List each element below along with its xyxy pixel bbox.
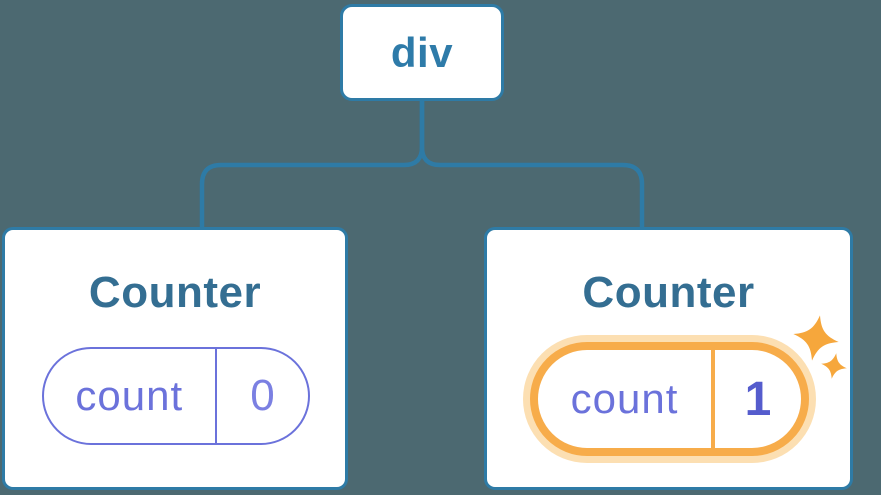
pill-divider bbox=[711, 350, 715, 448]
connector-left-branch bbox=[199, 99, 425, 228]
state-pill: count 0 bbox=[42, 347, 310, 445]
state-pill-highlighted: count 1 bbox=[530, 342, 809, 456]
connector-right-branch bbox=[419, 99, 645, 228]
state-key-label: count bbox=[75, 372, 184, 419]
component-title: Counter bbox=[582, 268, 755, 317]
state-key-label: count bbox=[570, 375, 679, 422]
state-value: 1 bbox=[744, 372, 772, 426]
pill-divider bbox=[214, 349, 217, 443]
component-title: Counter bbox=[88, 268, 262, 317]
counter-card-left: Counter count 0 bbox=[2, 227, 348, 490]
state-value: 0 bbox=[250, 371, 275, 420]
counter-card-right: Counter count 1 bbox=[484, 227, 853, 490]
root-element-node: div bbox=[340, 4, 504, 101]
root-element-label: div bbox=[390, 28, 454, 76]
